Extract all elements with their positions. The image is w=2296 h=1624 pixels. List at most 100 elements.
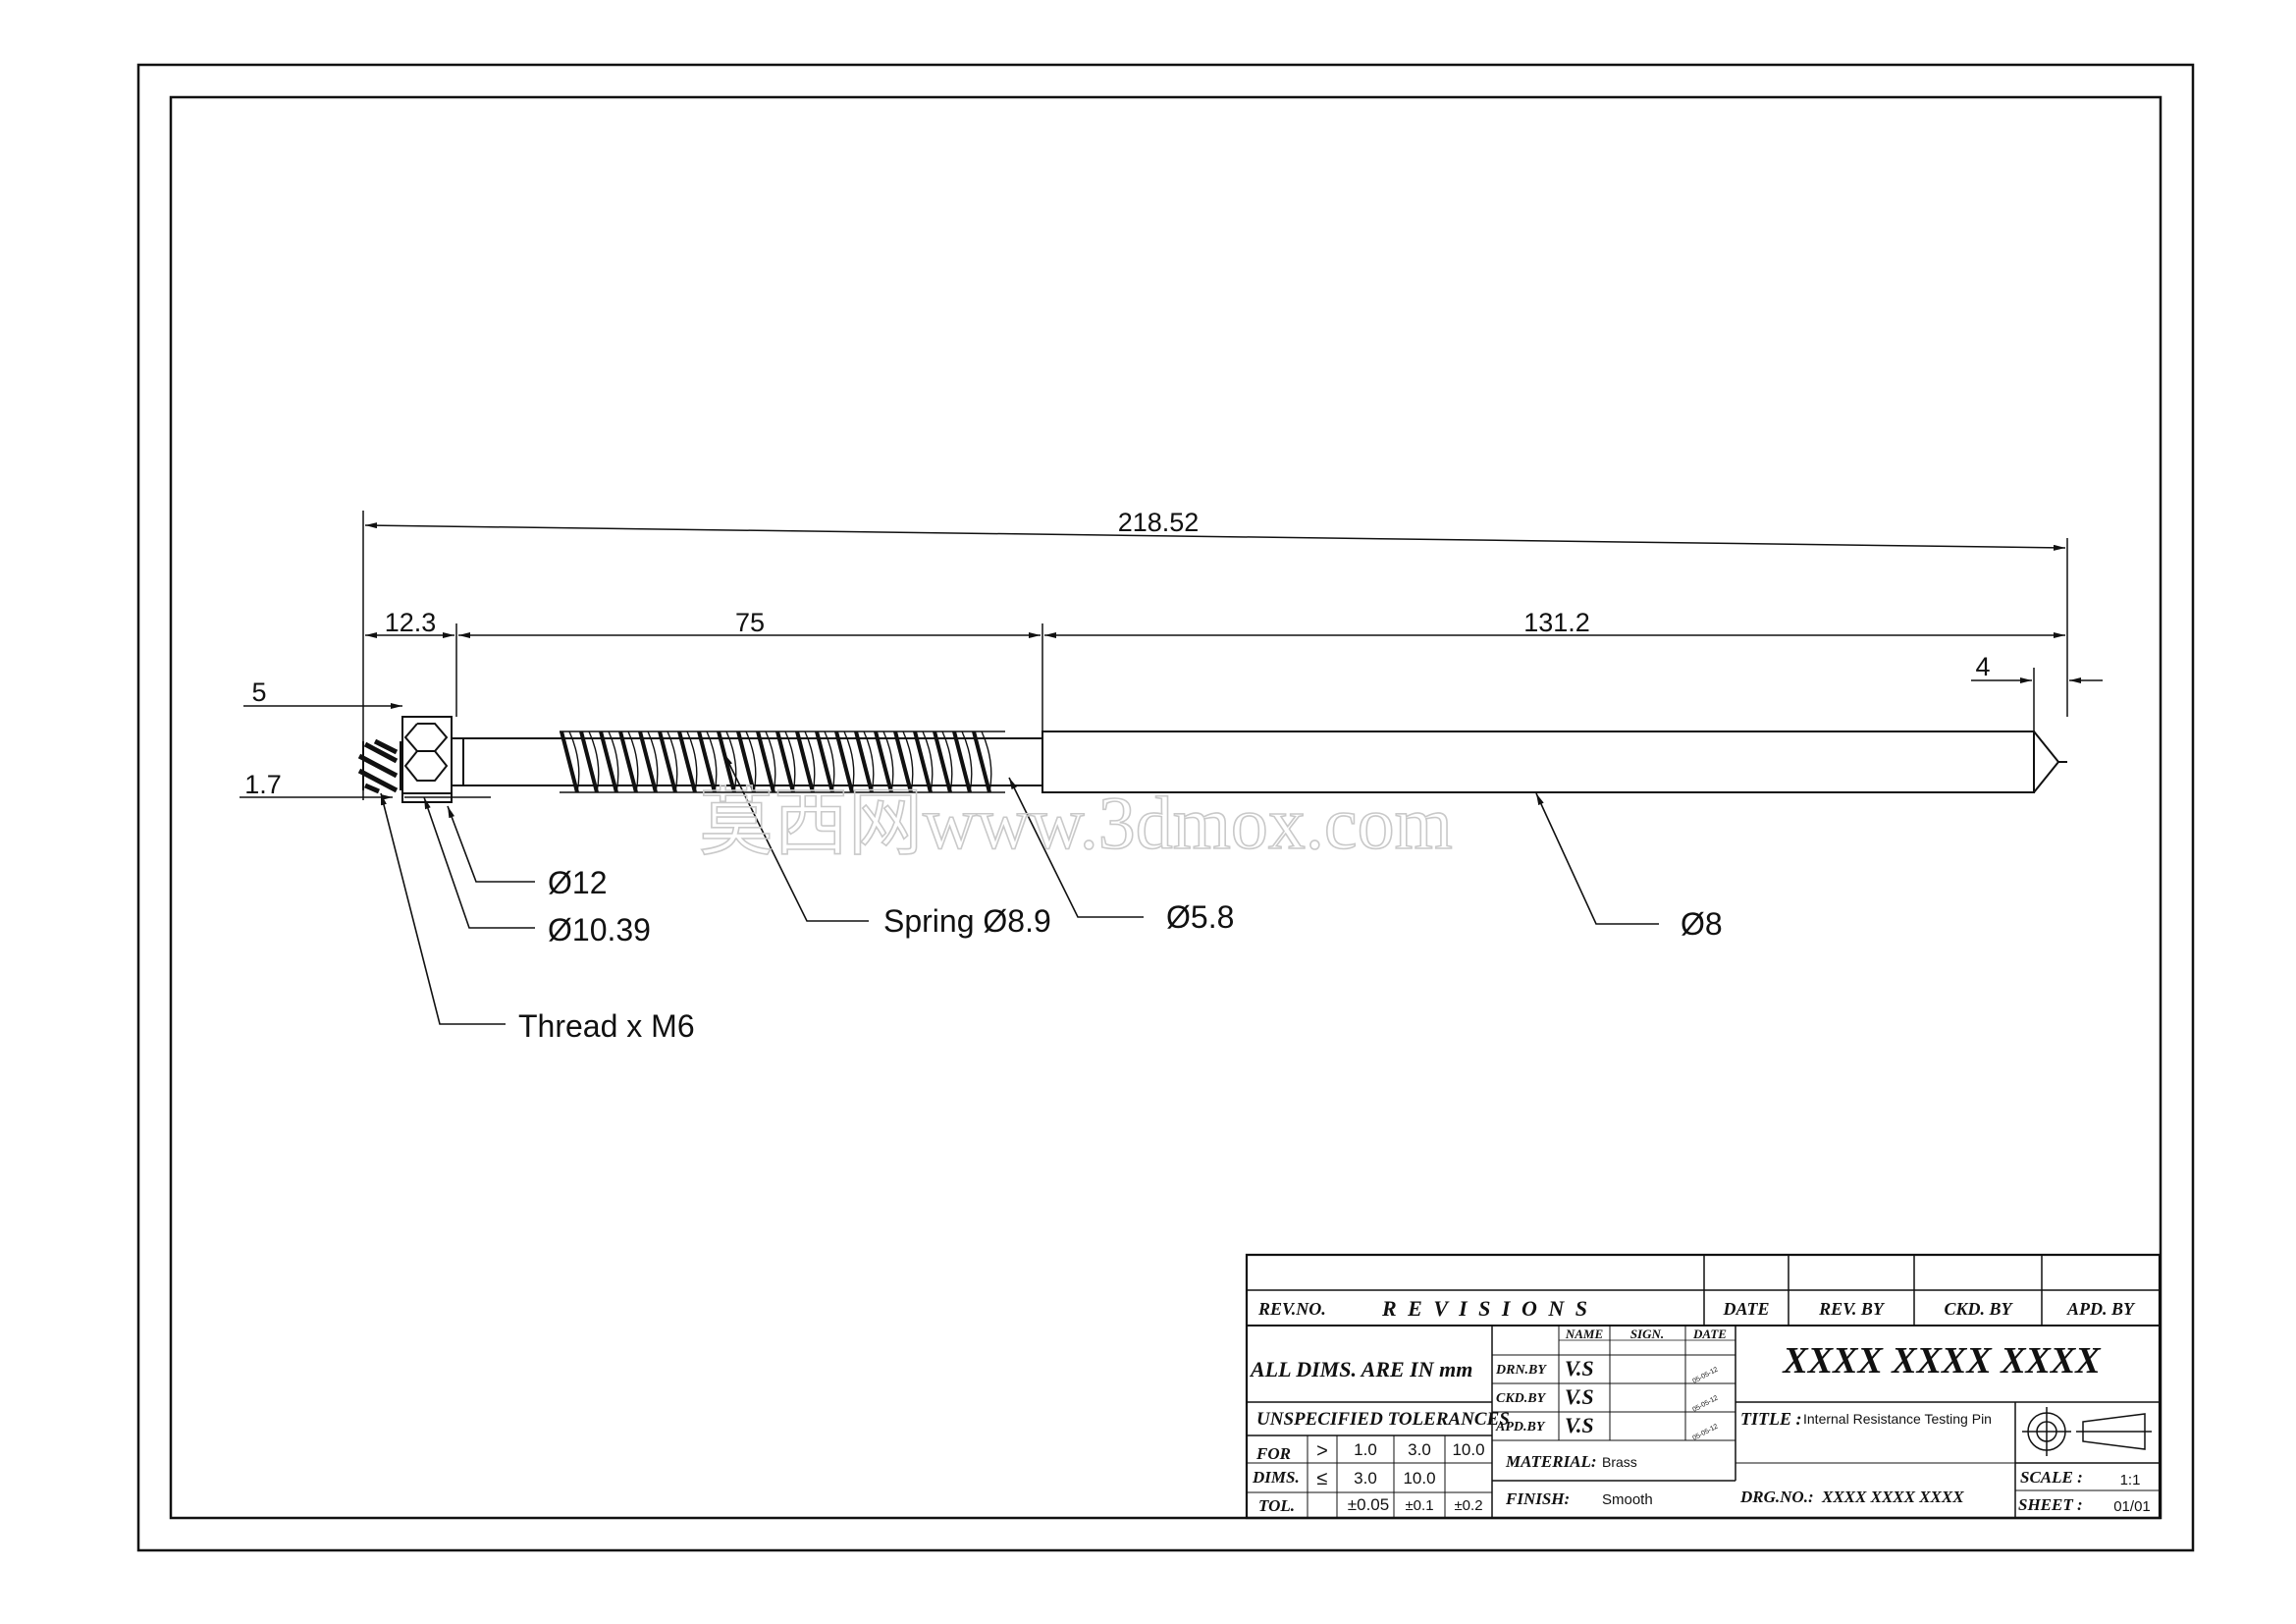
- material-label: MATERIAL:: [1505, 1452, 1597, 1471]
- spring-coil-edge: [609, 731, 618, 792]
- spring-coil-edge: [805, 731, 815, 792]
- spring-coil: [856, 731, 872, 792]
- offset-bottom-text: 1.7: [244, 770, 282, 799]
- spring-length-text: 75: [735, 608, 765, 637]
- neck-diameter-callout: Ø5.8: [1166, 899, 1234, 935]
- watermark: 莫西网www.3dmox.com: [699, 783, 1453, 865]
- tol-for-label: FOR: [1255, 1444, 1291, 1463]
- hex-head: [402, 717, 452, 802]
- head-diameter-callout: Ø12: [548, 865, 607, 900]
- spring-coil: [738, 731, 754, 792]
- projection-symbol-icon: [2022, 1407, 2152, 1456]
- tol-le-symbol: ≤: [1317, 1468, 1328, 1489]
- spring-coil: [934, 731, 950, 792]
- sheet-label: SHEET :: [2018, 1495, 2083, 1514]
- tol-gt-symbol: >: [1316, 1440, 1328, 1462]
- ckd-by-header: CKD. BY: [1944, 1299, 2013, 1319]
- scale-label: SCALE :: [2020, 1468, 2083, 1487]
- tol-le-2: 10.0: [1403, 1469, 1435, 1488]
- apd-by-label: APD.BY: [1495, 1420, 1546, 1435]
- ckd-by-name: V.S: [1565, 1384, 1594, 1409]
- spring-coil-edge: [628, 731, 638, 792]
- units-note: ALL DIMS. ARE IN mm: [1249, 1357, 1472, 1381]
- tol-le-1: 3.0: [1354, 1469, 1377, 1488]
- main-shaft: [1042, 731, 2067, 792]
- inner-border: [171, 97, 2161, 1518]
- outer-border: [138, 65, 2193, 1550]
- spring-coil: [876, 731, 891, 792]
- tol-value-3: ±0.2: [1454, 1497, 1482, 1514]
- spring: [560, 731, 1005, 792]
- spring-coil: [895, 731, 911, 792]
- spring-coil-edge: [962, 731, 972, 792]
- spring-coil: [915, 731, 931, 792]
- apd-by-date: 05-05-12: [1691, 1423, 1719, 1441]
- overall-length-text: 218.52: [1118, 508, 1200, 537]
- ckd-by-label: CKD.BY: [1496, 1391, 1547, 1406]
- spring-coil-edge: [942, 731, 952, 792]
- spring-coil-edge: [569, 731, 579, 792]
- head-length-text: 12.3: [385, 608, 437, 637]
- spring-coil-edge: [766, 731, 775, 792]
- rev-no-label: REV.NO.: [1257, 1299, 1326, 1319]
- drg-no-label: DRG.NO.:: [1739, 1488, 1814, 1506]
- tol-gt-1: 1.0: [1354, 1440, 1377, 1459]
- drn-by-label: DRN.BY: [1495, 1363, 1547, 1378]
- spring-coil: [561, 731, 577, 792]
- spring-coil-edge: [883, 731, 893, 792]
- finish-label: FINISH:: [1505, 1489, 1570, 1508]
- tolerances-heading: UNSPECIFIED TOLERANCES: [1256, 1409, 1510, 1430]
- dimensions: [240, 511, 2103, 800]
- spring-coil-edge: [648, 731, 658, 792]
- signoff-name-header: NAME: [1565, 1326, 1604, 1341]
- drawing-title: Internal Resistance Testing Pin: [1803, 1411, 1992, 1427]
- drn-by-name: V.S: [1565, 1356, 1594, 1380]
- company-name: XXXX XXXX XXXX: [1782, 1340, 2102, 1381]
- spring-coil: [777, 731, 793, 792]
- spring-coil: [620, 731, 636, 792]
- apd-by-header: APD. BY: [2066, 1299, 2136, 1319]
- spring-coil-edge: [746, 731, 756, 792]
- drn-by-date: 05-05-12: [1691, 1366, 1719, 1384]
- tol-dims-label: DIMS.: [1252, 1468, 1300, 1487]
- spring-coil-edge: [923, 731, 933, 792]
- rev-by-header: REV. BY: [1818, 1299, 1886, 1319]
- spring-coil-edge: [726, 731, 736, 792]
- spring-coil: [679, 731, 695, 792]
- spring-coil: [601, 731, 616, 792]
- overall-length-dim-line: [365, 522, 2065, 551]
- title-block: [1247, 1255, 2160, 1518]
- spring-coil-edge: [589, 731, 599, 792]
- tol-gt-2: 3.0: [1408, 1440, 1431, 1459]
- spring-coil: [797, 731, 813, 792]
- spring-coil: [699, 731, 715, 792]
- date-header: DATE: [1722, 1299, 1769, 1319]
- shaft-length-text: 131.2: [1523, 608, 1590, 637]
- spring-callout: Spring Ø8.9: [883, 903, 1051, 939]
- spring-coil-edge: [864, 731, 874, 792]
- spring-coil-edge: [825, 731, 834, 792]
- revisions-label: R E V I S I O N S: [1381, 1296, 1590, 1321]
- hex-diameter-callout: Ø10.39: [548, 912, 651, 947]
- signoff-sign-header: SIGN.: [1630, 1326, 1664, 1341]
- material-value: Brass: [1602, 1454, 1637, 1470]
- spring-coil-edge: [844, 731, 854, 792]
- finish-value: Smooth: [1602, 1491, 1653, 1508]
- spring-coil-edge: [903, 731, 913, 792]
- title-label: TITLE :: [1740, 1409, 1802, 1429]
- spring-coil: [817, 731, 832, 792]
- scale-value: 1:1: [2120, 1472, 2141, 1489]
- spring-coil-edge: [982, 731, 991, 792]
- spring-coil: [836, 731, 852, 792]
- spring-coil: [954, 731, 970, 792]
- callout-leaders: [381, 754, 1659, 1024]
- thread-section: [359, 741, 400, 791]
- tip-length-text: 4: [1975, 652, 1990, 681]
- spring-coil-edge: [707, 731, 717, 792]
- neck-shaft: [452, 738, 1042, 785]
- pin-part: [359, 717, 2067, 802]
- spring-coil: [660, 731, 675, 792]
- spring-coil: [640, 731, 656, 792]
- sheet-value: 01/01: [2113, 1498, 2151, 1515]
